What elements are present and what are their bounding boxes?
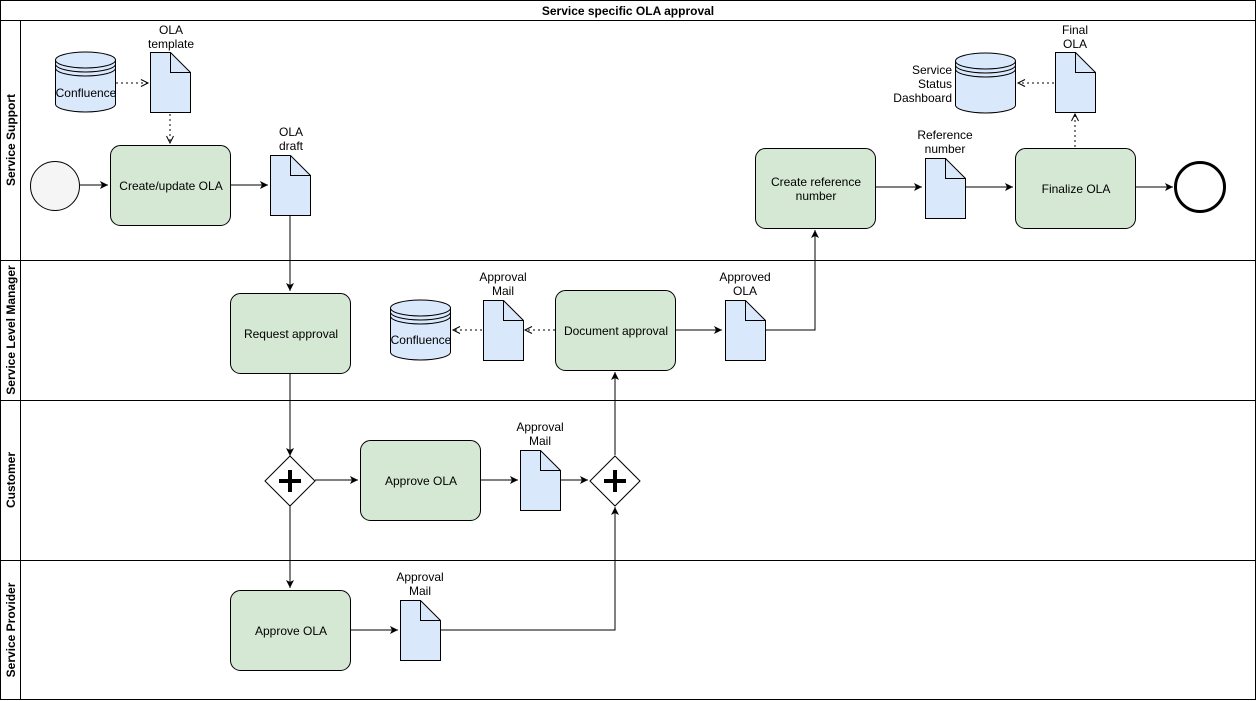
task-create-update-ola-label: Create/update OLA — [119, 179, 222, 193]
doc-approval-mail-provider-label-1: Approval — [396, 570, 443, 584]
doc-reference-number-label-2: number — [925, 142, 966, 156]
task-create-reference-label-line1: Create reference — [771, 175, 861, 189]
task-request-approval-label: Request approval — [244, 327, 338, 341]
doc-final-ola-label-1: Final — [1062, 23, 1088, 37]
parallel-gateway-join[interactable] — [589, 455, 641, 507]
doc-reference-number-label-1: Reference — [917, 128, 973, 142]
task-create-reference-label-line2: number — [796, 189, 837, 203]
lane-label-service-support: Service Support — [4, 94, 18, 186]
task-finalize-ola[interactable]: Finalize OLA — [1015, 148, 1136, 229]
document-ola-draft[interactable]: OLA draft — [270, 125, 311, 216]
doc-ola-draft-label-1: OLA — [279, 125, 303, 139]
task-document-approval[interactable]: Document approval — [555, 290, 676, 371]
task-approve-ola-provider[interactable]: Approve OLA — [230, 590, 351, 671]
document-reference-number[interactable]: Reference number — [917, 128, 973, 219]
dashboard-label-line1: Service — [912, 63, 952, 77]
dashboard-label-line3: Dashboard — [893, 91, 952, 105]
diagram-title: Service specific OLA approval — [542, 4, 714, 18]
task-create-update-ola[interactable]: Create/update OLA — [110, 145, 231, 226]
document-approval-mail-customer[interactable]: Approval Mail — [516, 420, 564, 511]
flow-approved-to-create-ref — [765, 230, 819, 331]
doc-approval-mail-provider-label-2: Mail — [409, 584, 431, 598]
plus-icon — [604, 470, 626, 492]
doc-approved-ola-label-2: OLA — [733, 284, 757, 298]
dashboard-label-line2: Status — [918, 77, 952, 91]
doc-approved-ola-label-1: Approved — [719, 270, 770, 284]
lane-label-service-level-manager: Service Level Manager — [4, 265, 18, 395]
end-event[interactable] — [1174, 161, 1226, 213]
datastore-service-status-dashboard[interactable]: Service Status Dashboard — [893, 52, 1016, 114]
doc-approval-mail-slm-label-1: Approval — [479, 270, 526, 284]
task-create-reference-number[interactable]: Create reference number — [755, 148, 876, 229]
task-approve-ola-customer-label: Approve OLA — [385, 474, 457, 488]
doc-ola-template-label-1: OLA — [159, 23, 183, 37]
task-approve-ola-provider-label: Approve OLA — [255, 624, 327, 638]
task-approve-ola-customer[interactable]: Approve OLA — [360, 440, 481, 521]
document-approved-ola[interactable]: Approved OLA — [719, 270, 771, 361]
document-final-ola[interactable]: Final OLA — [1055, 23, 1096, 113]
doc-ola-template-label-2: template — [148, 37, 194, 51]
task-finalize-ola-label: Finalize OLA — [1042, 182, 1111, 196]
connectors — [80, 79, 1173, 634]
start-event[interactable] — [30, 161, 80, 211]
lane-label-customer: Customer — [4, 452, 18, 508]
parallel-gateway-split[interactable] — [264, 455, 316, 507]
datastore-confluence-top[interactable]: Confluence — [55, 51, 117, 113]
doc-approval-mail-customer-label-2: Mail — [529, 434, 551, 448]
doc-approval-mail-slm-label-2: Mail — [492, 284, 514, 298]
datastore-confluence-top-label: Confluence — [56, 86, 117, 100]
document-approval-mail-slm[interactable]: Approval Mail — [479, 270, 527, 361]
datastore-confluence-slm-label: Confluence — [391, 333, 452, 347]
plus-icon — [279, 470, 301, 492]
lane-label-service-provider: Service Provider — [4, 582, 18, 677]
doc-approval-mail-customer-label-1: Approval — [516, 420, 563, 434]
task-document-approval-label: Document approval — [564, 324, 668, 338]
document-approval-mail-provider[interactable]: Approval Mail — [396, 570, 444, 661]
doc-ola-draft-label-2: draft — [279, 139, 304, 153]
document-ola-template[interactable]: OLA template — [148, 23, 194, 113]
datastore-confluence-slm[interactable]: Confluence — [390, 299, 452, 361]
flow-provider-mail-to-join — [440, 507, 619, 631]
doc-final-ola-label-2: OLA — [1063, 37, 1087, 51]
task-request-approval[interactable]: Request approval — [230, 293, 351, 374]
